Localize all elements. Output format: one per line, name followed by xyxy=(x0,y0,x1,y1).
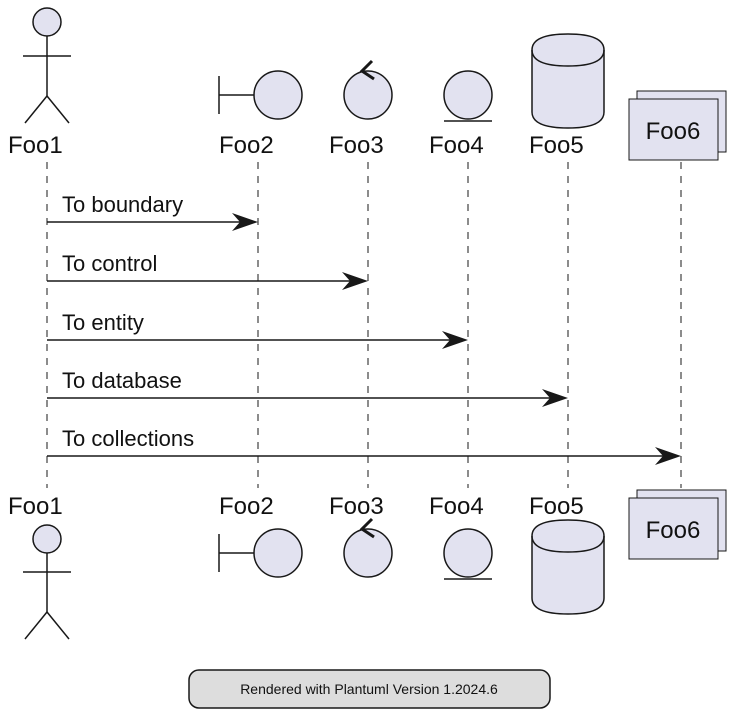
participant-name: Foo5 xyxy=(529,132,584,159)
arrowhead xyxy=(655,447,681,465)
message-label: To entity xyxy=(62,310,144,335)
entity-icon xyxy=(443,70,493,122)
boundary-icon xyxy=(218,70,303,120)
participant-name: Foo1 xyxy=(8,132,63,159)
participant-name: Foo4 xyxy=(429,493,484,520)
message-label: To database xyxy=(62,368,182,393)
participant-foo5-top: Foo5 xyxy=(529,33,605,159)
arrowhead xyxy=(342,272,368,290)
participant-foo1-top: Foo1 xyxy=(8,7,71,159)
participant-foo4-bottom: Foo4 xyxy=(429,493,493,580)
participant-foo5-bottom: Foo5 xyxy=(529,493,605,615)
collections-front-box xyxy=(628,98,719,161)
actor-icon xyxy=(23,7,71,124)
participant-name: Foo2 xyxy=(219,493,274,520)
participant-foo4-top: Foo4 xyxy=(429,70,493,159)
participant-foo2-bottom: Foo2 xyxy=(218,493,303,578)
boundary-icon xyxy=(218,528,303,578)
participant-foo3-top: Foo3 xyxy=(329,59,393,159)
participant-name: Foo2 xyxy=(219,132,274,159)
message-label: To collections xyxy=(62,426,194,451)
database-icon xyxy=(531,33,605,129)
collections-front-box xyxy=(628,497,719,560)
participant-foo1-bottom: Foo1 xyxy=(8,493,71,640)
actor-icon xyxy=(23,524,71,640)
participant-foo3-bottom: Foo3 xyxy=(329,493,393,578)
entity-icon xyxy=(443,528,493,580)
participant-name: Foo6 xyxy=(646,517,701,544)
participant-foo2-top: Foo2 xyxy=(218,70,303,159)
message-label: To control xyxy=(62,251,157,276)
participant-name: Foo5 xyxy=(529,493,584,520)
participant-name: Foo1 xyxy=(8,493,63,520)
participant-name: Foo4 xyxy=(429,132,484,159)
arrowhead xyxy=(542,389,568,407)
message-to-boundary: To boundary xyxy=(47,192,258,231)
arrowhead xyxy=(232,213,258,231)
participant-name: Foo3 xyxy=(329,493,384,520)
message-to-entity: To entity xyxy=(47,310,468,349)
database-icon xyxy=(531,519,605,615)
message-label: To boundary xyxy=(62,192,183,217)
message-to-control: To control xyxy=(47,251,368,290)
control-icon xyxy=(343,59,393,120)
messages: To boundary To control To entity To data… xyxy=(47,192,681,465)
participant-foo6-bottom: Foo6 xyxy=(628,489,727,560)
lifelines xyxy=(46,162,682,488)
message-to-collections: To collections xyxy=(47,426,681,465)
message-to-database: To database xyxy=(47,368,568,407)
footer-text: Rendered with Plantuml Version 1.2024.6 xyxy=(240,681,498,697)
arrowhead xyxy=(442,331,468,349)
footer-box xyxy=(188,669,551,709)
participant-foo6-top: Foo6 xyxy=(628,90,727,161)
footer: Rendered with Plantuml Version 1.2024.6 xyxy=(188,669,551,709)
control-icon xyxy=(343,517,393,578)
participant-name: Foo6 xyxy=(646,118,701,145)
participant-name: Foo3 xyxy=(329,132,384,159)
